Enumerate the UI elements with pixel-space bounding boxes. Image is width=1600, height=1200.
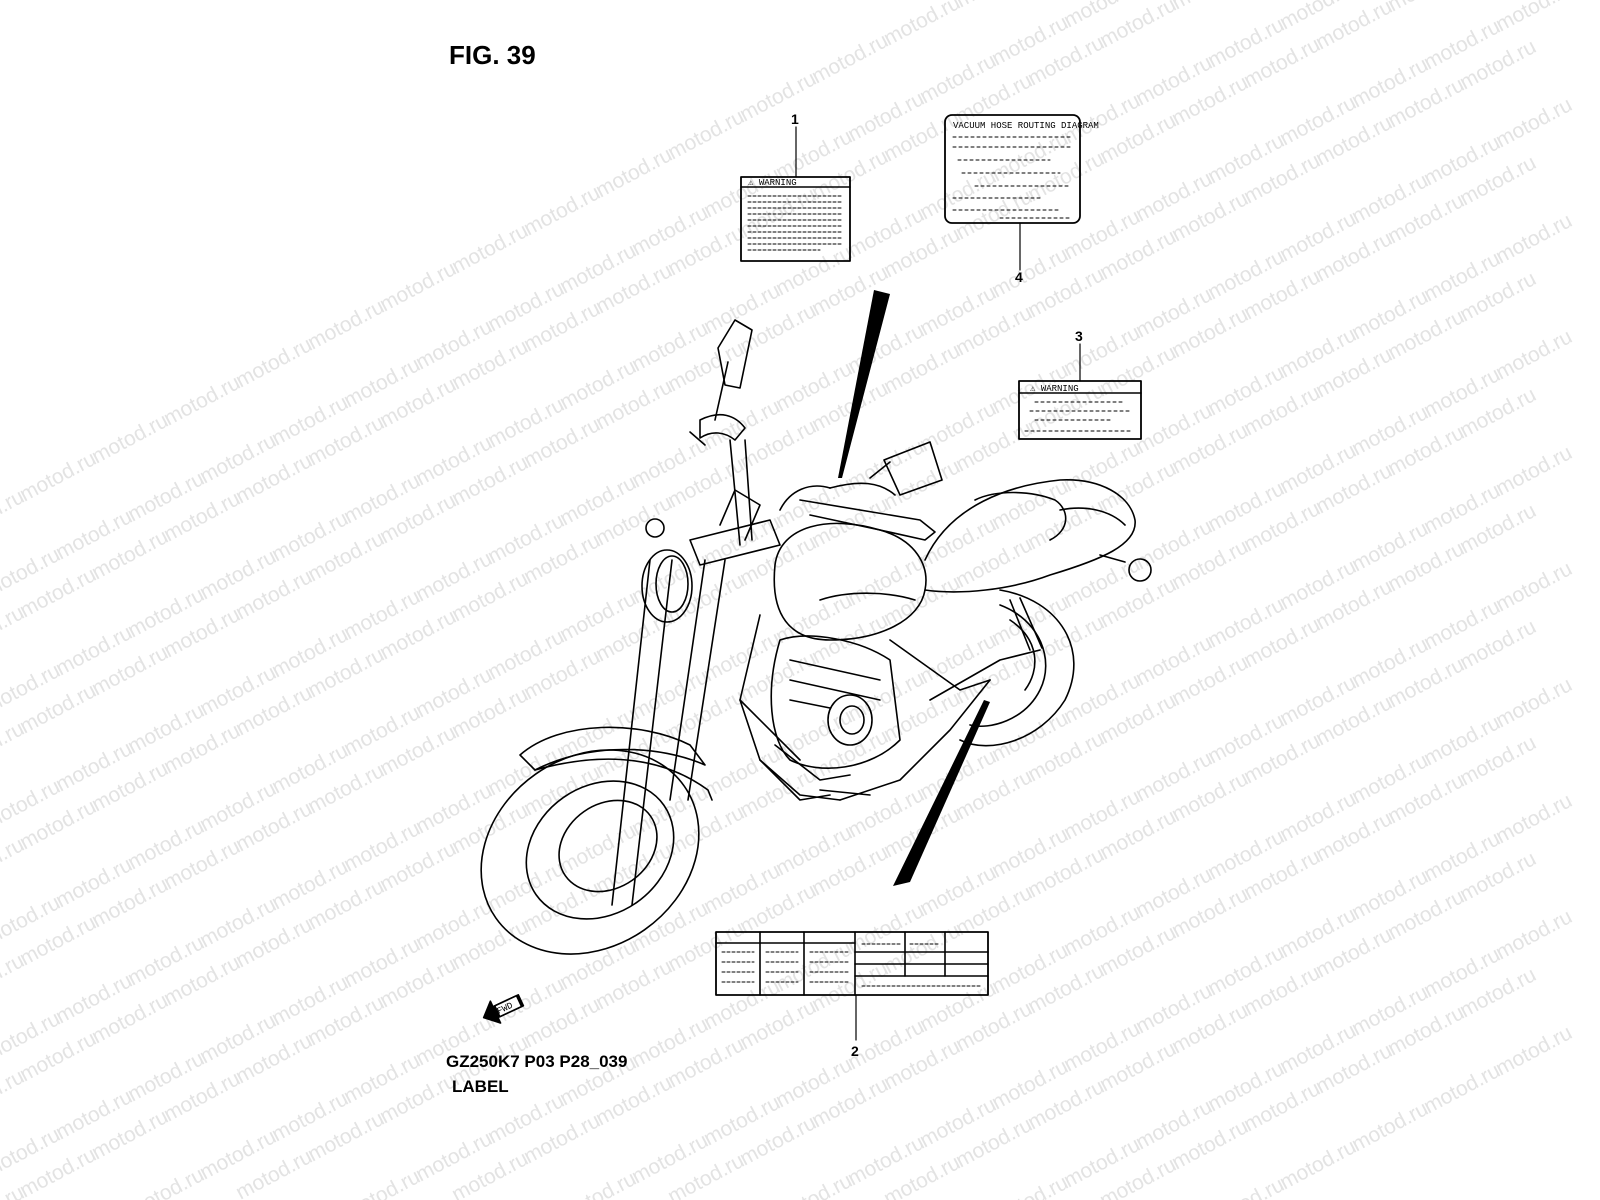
label-3[interactable]	[1018, 343, 1142, 440]
figure-title: FIG. 39	[449, 40, 536, 70]
callout-3: 3	[1075, 328, 1083, 344]
figure-code: GZ250K7 P03 P28_039	[446, 1052, 628, 1071]
callout-4: 4	[1015, 269, 1023, 285]
fwd-arrow-icon	[482, 994, 525, 1024]
callout-1: 1	[791, 111, 799, 127]
label-3-header: ⚠ WARNING	[1030, 384, 1079, 394]
label-1[interactable]	[740, 126, 851, 262]
label-2[interactable]	[715, 931, 989, 1041]
pointer-wedge-bottom	[893, 700, 990, 886]
pointer-wedge-top	[838, 290, 890, 478]
label-1-header: ⚠ WARNING	[748, 178, 797, 188]
motorcycle-illustration	[480, 319, 1152, 955]
callout-2: 2	[851, 1043, 859, 1059]
label-4[interactable]	[944, 114, 1081, 271]
label-4-header: VACUUM HOSE ROUTING DIAGRAM	[953, 121, 1099, 131]
figure-name: LABEL	[452, 1077, 509, 1096]
